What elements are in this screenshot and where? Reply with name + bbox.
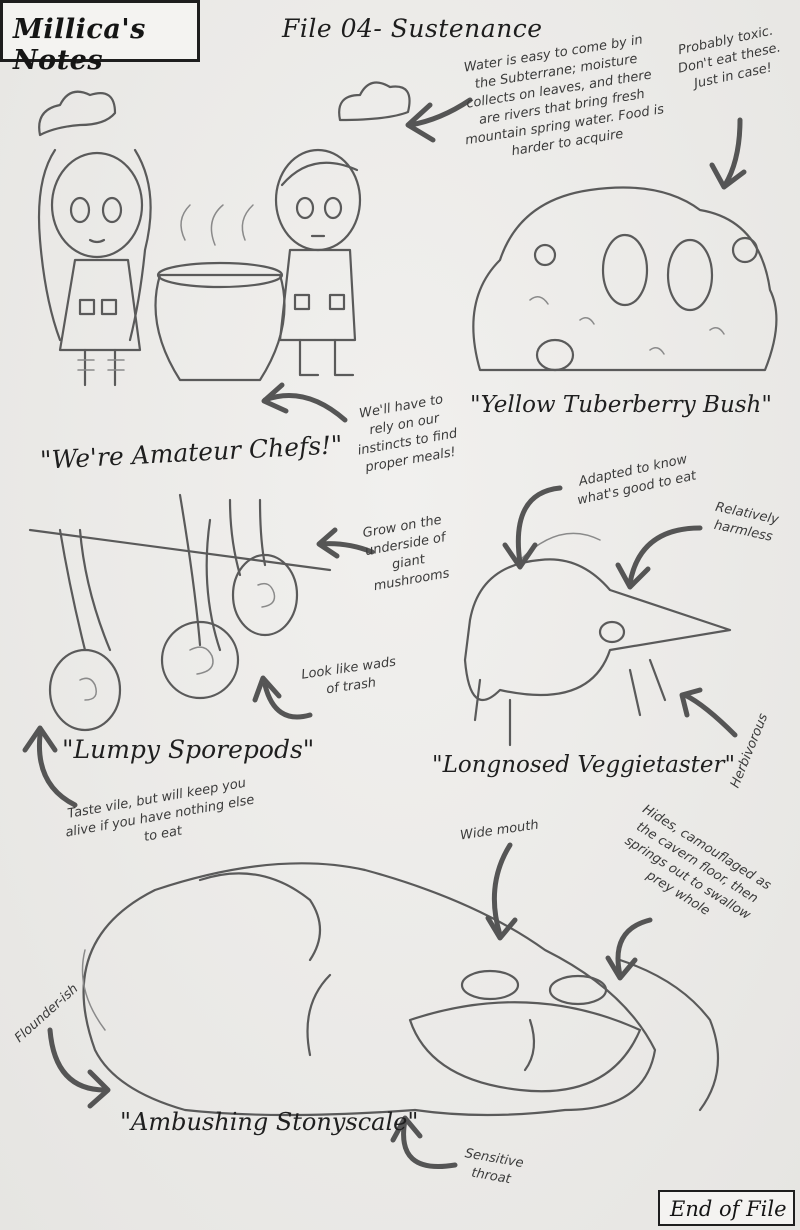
caption-veggietaster: "Longnosed Veggietaster" bbox=[432, 752, 736, 778]
sporepods-illustration bbox=[28, 493, 332, 732]
end-of-file-box: End of File bbox=[658, 1190, 795, 1226]
caption-tuberberry: "Yellow Tuberberry Bush" bbox=[470, 392, 772, 418]
veggietaster-illustration bbox=[463, 532, 732, 747]
note-grow: Grow on the underside of giant mushrooms bbox=[361, 512, 451, 595]
caption-sporepods: "Lumpy Sporepods" bbox=[62, 735, 315, 764]
end-of-file-label: End of File bbox=[670, 1197, 787, 1221]
notebook-title-box: Millica's Notes bbox=[0, 0, 200, 76]
file-title: File 04- Sustenance bbox=[282, 14, 543, 43]
notebook-title: Millica's Notes bbox=[13, 14, 146, 76]
tuberberry-illustration bbox=[472, 186, 778, 372]
chefs-illustration bbox=[37, 81, 411, 387]
caption-stonyscale: "Ambushing Stonyscale" bbox=[120, 1108, 419, 1136]
stonyscale-illustration bbox=[81, 862, 720, 1117]
annotation-arrows bbox=[22, 97, 747, 1169]
